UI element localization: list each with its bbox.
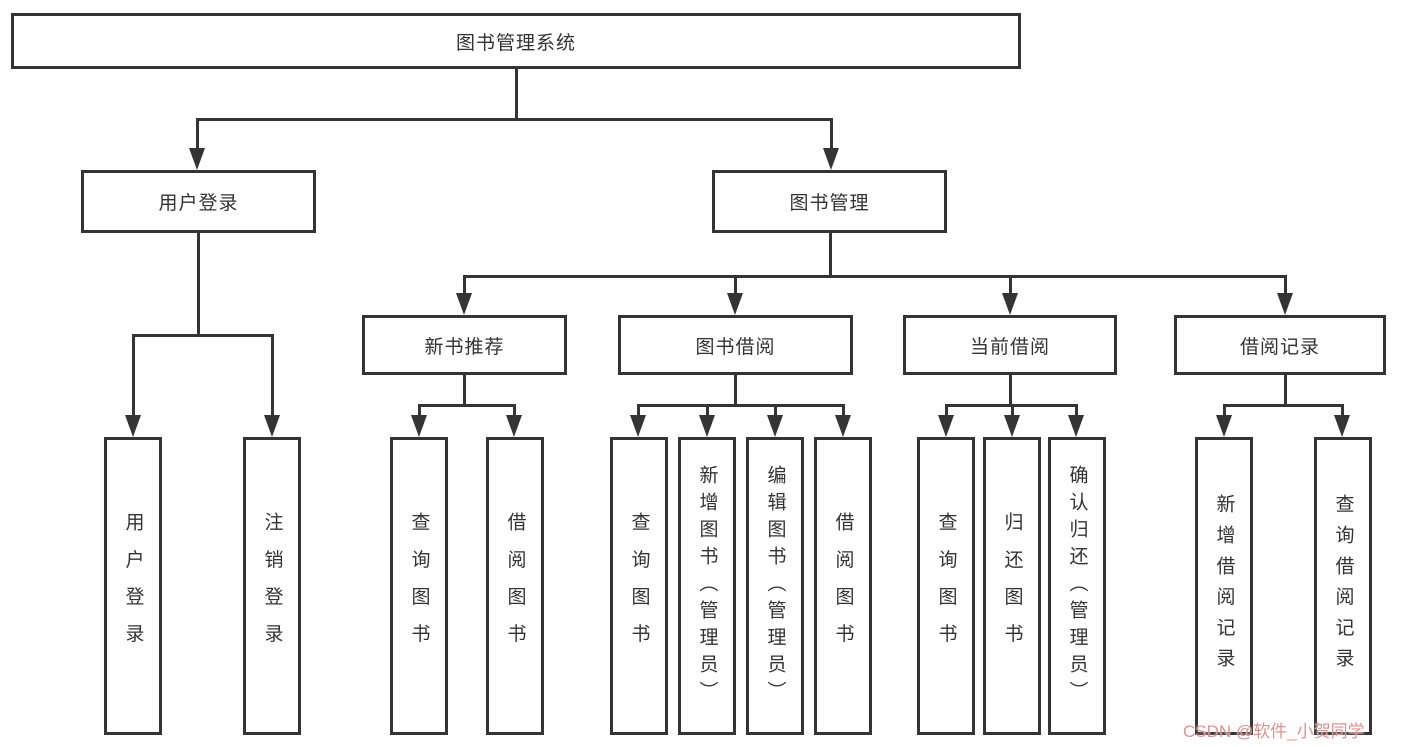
arrow-down-icon bbox=[411, 415, 427, 437]
connector-line bbox=[463, 275, 1287, 278]
node-book-management: 图书管理 bbox=[712, 170, 947, 233]
node-label: 借阅记录 bbox=[1239, 336, 1320, 358]
leaf-confirm-return-admin: 确认归还（管理员） bbox=[1048, 437, 1106, 735]
arrow-down-icon bbox=[125, 415, 141, 437]
connector-line bbox=[197, 233, 200, 336]
node-library-management-system: 图书管理系统 bbox=[11, 13, 1021, 69]
arrow-down-icon bbox=[835, 415, 851, 437]
connector-line bbox=[271, 334, 274, 419]
leaf-label: 借阅图书 bbox=[504, 511, 526, 661]
arrow-down-icon bbox=[189, 148, 205, 170]
leaf-label: 确认归还（管理员） bbox=[1066, 464, 1088, 708]
leaf-query-books-borrow: 查询图书 bbox=[610, 437, 668, 735]
arrow-down-icon bbox=[823, 148, 839, 170]
leaf-label: 查询图书 bbox=[408, 511, 430, 661]
connector-line bbox=[132, 334, 273, 337]
leaf-borrow-books: 借阅图书 bbox=[814, 437, 872, 735]
connector-line bbox=[1009, 375, 1012, 406]
arrow-down-icon bbox=[630, 415, 646, 437]
connector-line bbox=[1075, 404, 1078, 419]
leaf-query-borrow-record: 查询借阅记录 bbox=[1314, 437, 1372, 735]
connector-line bbox=[1223, 404, 1343, 407]
leaf-label: 注销登录 bbox=[261, 511, 283, 661]
node-book-borrowing: 图书借阅 bbox=[618, 315, 853, 375]
node-new-book-recommendation: 新书推荐 bbox=[362, 315, 567, 375]
arrow-down-icon bbox=[1004, 415, 1020, 437]
connector-line bbox=[637, 404, 640, 419]
node-label: 图书管理系统 bbox=[455, 32, 576, 54]
connector-line bbox=[513, 404, 516, 419]
node-label: 图书借阅 bbox=[695, 336, 776, 358]
csdn-watermark: CSDN @软件_小贺同学 bbox=[1183, 722, 1365, 741]
arrow-down-icon bbox=[1002, 293, 1018, 315]
arrow-down-icon bbox=[1216, 415, 1232, 437]
connector-line bbox=[830, 118, 833, 152]
connector-line bbox=[1011, 404, 1014, 419]
connector-line bbox=[1284, 275, 1287, 297]
arrow-down-icon bbox=[767, 415, 783, 437]
connector-line bbox=[637, 404, 844, 407]
leaf-label: 查询借阅记录 bbox=[1332, 493, 1354, 679]
connector-line bbox=[1009, 275, 1012, 297]
leaf-label: 归还图书 bbox=[1001, 511, 1023, 661]
leaf-query-books-recommend: 查询图书 bbox=[390, 437, 448, 735]
arrow-down-icon bbox=[264, 415, 280, 437]
node-borrowing-records: 借阅记录 bbox=[1174, 315, 1386, 375]
connector-line bbox=[418, 404, 515, 407]
node-label: 当前借阅 bbox=[969, 336, 1050, 358]
node-current-borrowing: 当前借阅 bbox=[903, 315, 1117, 375]
node-label: 图书管理 bbox=[789, 193, 870, 214]
arrow-down-icon bbox=[938, 415, 954, 437]
arrow-down-icon bbox=[1277, 293, 1293, 315]
leaf-user-login: 用户登录 bbox=[104, 437, 162, 735]
connector-line bbox=[463, 375, 466, 406]
connector-line bbox=[196, 118, 199, 152]
leaf-add-books-admin: 新增图书（管理员） bbox=[678, 437, 736, 735]
leaf-add-borrow-record: 新增借阅记录 bbox=[1195, 437, 1253, 735]
node-label: 用户登录 bbox=[158, 193, 239, 214]
node-user-login: 用户登录 bbox=[81, 170, 316, 233]
connector-line bbox=[196, 118, 833, 121]
leaf-logout: 注销登录 bbox=[243, 437, 301, 735]
connector-line bbox=[515, 69, 518, 119]
connector-line bbox=[1341, 404, 1344, 419]
connector-line bbox=[829, 233, 832, 277]
leaf-label: 用户登录 bbox=[122, 511, 144, 661]
connector-line bbox=[418, 404, 421, 419]
connector-line bbox=[1223, 404, 1226, 419]
leaf-label: 查询图书 bbox=[935, 511, 957, 661]
leaf-borrow-books-recommend: 借阅图书 bbox=[486, 437, 544, 735]
node-label: 新书推荐 bbox=[424, 336, 505, 358]
arrow-down-icon bbox=[506, 415, 522, 437]
arrow-down-icon bbox=[1334, 415, 1350, 437]
leaf-return-books: 归还图书 bbox=[983, 437, 1041, 735]
leaf-label: 借阅图书 bbox=[832, 511, 854, 661]
leaf-edit-books-admin: 编辑图书（管理员） bbox=[746, 437, 804, 735]
connector-line bbox=[945, 404, 948, 419]
leaf-label: 编辑图书（管理员） bbox=[764, 464, 786, 708]
arrow-down-icon bbox=[727, 293, 743, 315]
connector-line bbox=[842, 404, 845, 419]
connector-line bbox=[132, 334, 135, 419]
connector-line bbox=[734, 275, 737, 297]
connector-line bbox=[463, 275, 466, 297]
connector-line bbox=[1284, 375, 1287, 406]
leaf-query-books-current: 查询图书 bbox=[917, 437, 975, 735]
connector-line bbox=[774, 404, 777, 419]
arrow-down-icon bbox=[456, 293, 472, 315]
arrow-down-icon bbox=[699, 415, 715, 437]
connector-line bbox=[706, 404, 709, 419]
arrow-down-icon bbox=[1068, 415, 1084, 437]
leaf-label: 新增图书（管理员） bbox=[696, 464, 718, 708]
leaf-label: 新增借阅记录 bbox=[1213, 493, 1235, 679]
leaf-label: 查询图书 bbox=[628, 511, 650, 661]
connector-line bbox=[734, 375, 737, 406]
